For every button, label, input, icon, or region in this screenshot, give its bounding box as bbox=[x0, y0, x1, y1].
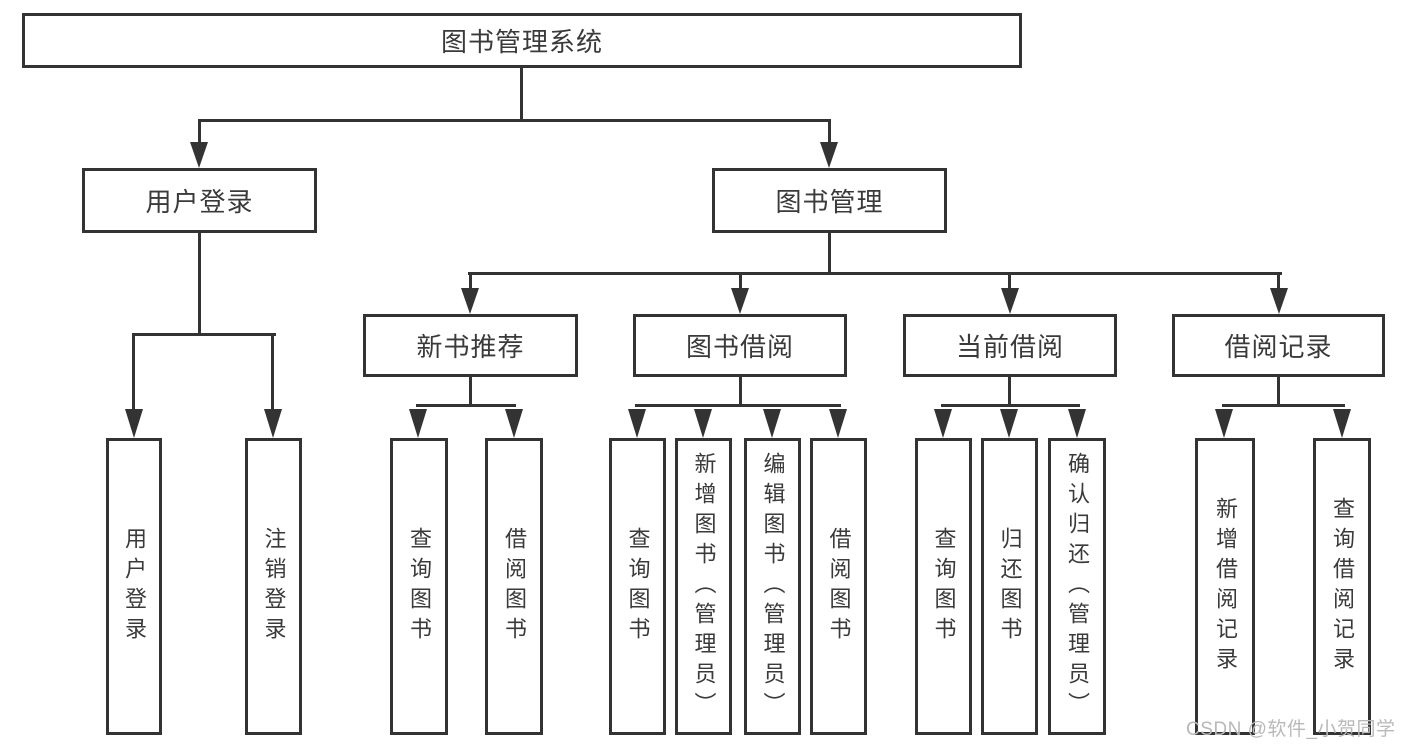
arrow-down-icon bbox=[264, 409, 282, 438]
node-cb-query: 查询图书 bbox=[915, 438, 972, 735]
connector-line bbox=[1008, 377, 1011, 406]
arrow-down-icon bbox=[1001, 288, 1019, 314]
node-book-borrow: 图书借阅 bbox=[633, 314, 847, 377]
arrow-down-icon bbox=[505, 409, 523, 438]
connector-line bbox=[132, 333, 276, 336]
connector-line bbox=[739, 377, 742, 406]
node-cb-return-label: 归还图书 bbox=[997, 526, 1023, 647]
node-br-add-label: 新增借阅记录 bbox=[1213, 496, 1238, 677]
connector-line bbox=[1277, 377, 1280, 406]
arrow-down-icon bbox=[628, 409, 646, 438]
node-root: 图书管理系统 bbox=[22, 13, 1022, 68]
arrow-down-icon bbox=[694, 409, 712, 438]
node-borrow-record-label: 借阅记录 bbox=[1224, 332, 1333, 362]
connector-line bbox=[941, 404, 1080, 407]
node-bb-add-label: 新增图书（管理员） bbox=[691, 451, 717, 722]
connector-line bbox=[271, 333, 274, 409]
node-rec-borrow: 借阅图书 bbox=[485, 438, 543, 735]
arrow-down-icon bbox=[1068, 409, 1086, 438]
connector-line bbox=[828, 233, 831, 275]
arrow-down-icon bbox=[934, 409, 952, 438]
node-new-book-rec-label: 新书推荐 bbox=[416, 332, 525, 362]
node-current-borrow: 当前借阅 bbox=[903, 314, 1117, 377]
arrow-down-icon bbox=[190, 142, 208, 168]
node-root-label: 图书管理系统 bbox=[440, 27, 603, 57]
node-user-login: 用户登录 bbox=[82, 168, 317, 233]
arrow-down-icon bbox=[820, 142, 838, 168]
node-cb-confirm-label: 确认归还（管理员） bbox=[1065, 451, 1090, 722]
node-book-mgmt-label: 图书管理 bbox=[775, 187, 884, 217]
arrow-down-icon bbox=[829, 409, 847, 438]
connector-line bbox=[1277, 274, 1280, 290]
node-new-book-rec: 新书推荐 bbox=[363, 314, 578, 377]
connector-line bbox=[468, 272, 1282, 275]
arrow-down-icon bbox=[409, 409, 427, 438]
node-book-borrow-label: 图书借阅 bbox=[685, 332, 794, 362]
arrow-down-icon bbox=[763, 409, 781, 438]
connector-line bbox=[198, 119, 831, 122]
connector-line bbox=[1222, 404, 1345, 407]
node-cb-confirm: 确认归还（管理员） bbox=[1048, 438, 1106, 735]
node-cb-return: 归还图书 bbox=[981, 438, 1038, 735]
node-br-add: 新增借阅记录 bbox=[1195, 438, 1255, 735]
node-borrow-record: 借阅记录 bbox=[1172, 314, 1385, 377]
connector-line bbox=[635, 404, 841, 407]
connector-line bbox=[132, 333, 135, 409]
node-bb-edit-label: 编辑图书（管理员） bbox=[760, 451, 786, 722]
node-rec-query-label: 查询图书 bbox=[407, 526, 432, 647]
connector-line bbox=[1008, 274, 1011, 290]
node-book-mgmt: 图书管理 bbox=[712, 168, 947, 233]
arrow-down-icon bbox=[1215, 409, 1233, 438]
arrow-down-icon bbox=[1000, 409, 1018, 438]
node-cb-query-label: 查询图书 bbox=[931, 526, 957, 647]
arrow-down-icon bbox=[1270, 288, 1288, 314]
node-bb-edit: 编辑图书（管理员） bbox=[744, 438, 801, 735]
connector-line bbox=[469, 377, 472, 406]
connector-line bbox=[469, 274, 472, 290]
watermark: CSDN @软件_小贺同学 bbox=[1186, 719, 1396, 740]
node-current-borrow-label: 当前借阅 bbox=[955, 332, 1064, 362]
arrow-down-icon bbox=[731, 288, 749, 314]
connector-line bbox=[198, 233, 201, 336]
node-bb-borrow: 借阅图书 bbox=[810, 438, 867, 735]
connector-line bbox=[739, 274, 742, 290]
node-logout-label: 注销登录 bbox=[261, 526, 287, 647]
node-bb-query: 查询图书 bbox=[609, 438, 666, 735]
connector-line bbox=[828, 119, 831, 145]
connector-line bbox=[198, 119, 201, 145]
node-user-login-label: 用户登录 bbox=[145, 187, 254, 217]
node-br-query: 查询借阅记录 bbox=[1313, 438, 1371, 735]
node-bb-borrow-label: 借阅图书 bbox=[826, 526, 852, 647]
node-logout: 注销登录 bbox=[245, 438, 302, 735]
arrow-down-icon bbox=[461, 288, 479, 314]
connector-line bbox=[416, 404, 516, 407]
arrow-down-icon bbox=[125, 409, 143, 438]
node-bb-query-label: 查询图书 bbox=[625, 526, 651, 647]
node-login: 用户登录 bbox=[106, 438, 162, 735]
node-rec-borrow-label: 借阅图书 bbox=[502, 526, 527, 647]
node-br-query-label: 查询借阅记录 bbox=[1330, 496, 1355, 677]
node-rec-query: 查询图书 bbox=[390, 438, 448, 735]
node-login-label: 用户登录 bbox=[122, 526, 147, 647]
node-bb-add: 新增图书（管理员） bbox=[675, 438, 732, 735]
connector-line bbox=[520, 66, 523, 122]
arrow-down-icon bbox=[1333, 409, 1351, 438]
